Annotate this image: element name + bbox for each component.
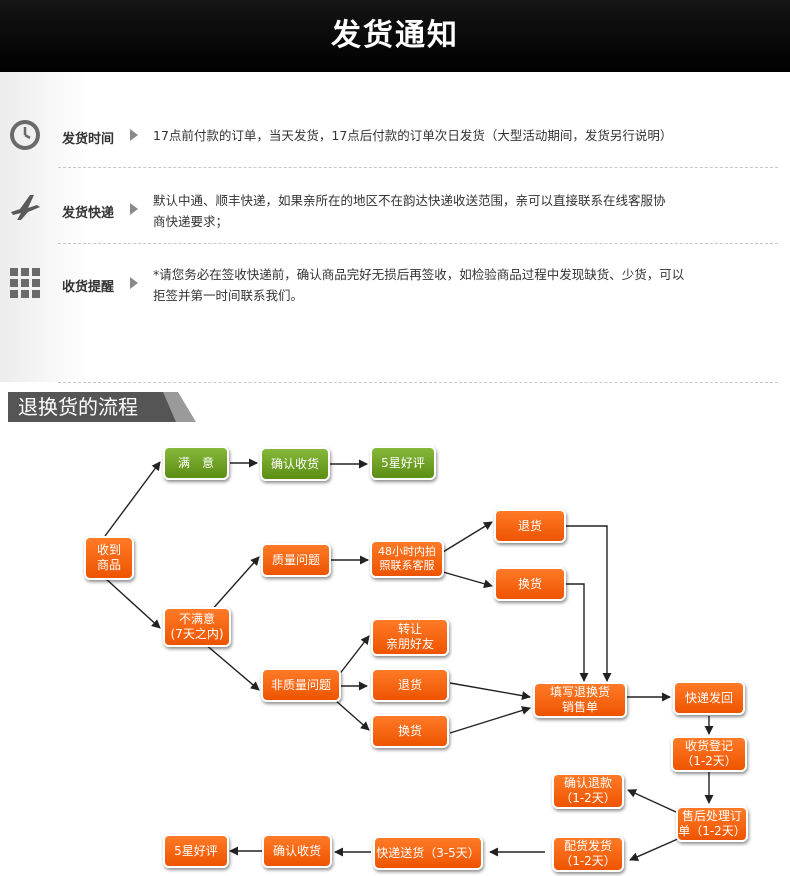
grid-icon <box>8 266 42 300</box>
airplane-icon <box>8 190 42 224</box>
node-ship-back: 快递发回 <box>673 681 745 715</box>
info-label: 收货提醒 <box>62 280 115 295</box>
node-label: 收货登记（1-2天） <box>681 739 737 768</box>
arrow-icon <box>130 203 138 215</box>
arrow-unsatisfied-nonquality <box>204 643 260 691</box>
arrow-icon <box>130 129 138 141</box>
node-received: 收到商品 <box>84 536 134 580</box>
info-text: 默认中通、顺丰快递，如果亲所在的地区不在韵达快递收送范围，亲可以直接联系在线客服… <box>153 190 753 232</box>
flow-banner: 退换货的流程 <box>8 392 196 422</box>
node-label: 5星好评 <box>174 843 218 858</box>
node-label: 确认收货 <box>270 456 319 471</box>
info-text-line: 17点前付款的订单，当天发货，17点后付款的订单次日发货（大型活动期间，发货另行… <box>153 128 673 143</box>
flow-title: 退换货的流程 <box>18 395 138 419</box>
header-bar: 发货通知 <box>0 0 790 72</box>
node-non-quality-issue: 非质量问题 <box>261 668 341 702</box>
info-text-line: 拒签并第一时间联系我们。 <box>153 288 304 303</box>
node-label: 售后处理订单（1-2天） <box>678 809 746 838</box>
node-label: 满 意 <box>177 455 214 470</box>
node-label: 质量问题 <box>271 552 320 567</box>
node-five-star-top: 5星好评 <box>370 446 436 480</box>
node-label: 不满意(7天之内) <box>170 612 224 641</box>
node-receipt-register: 收货登记（1-2天） <box>671 736 747 772</box>
node-return-mid: 退货 <box>371 668 449 702</box>
divider <box>58 167 778 168</box>
node-label: 快递发回 <box>684 690 733 705</box>
node-five-star-bottom: 5星好评 <box>163 834 229 868</box>
node-express-delivery: 快递送货（3-5天） <box>373 836 483 870</box>
arrow-icon <box>130 277 138 289</box>
arrow-nonquality-exchange <box>334 699 370 731</box>
info-text-line: 默认中通、顺丰快递，如果亲所在的地区不在韵达快递收送范围，亲可以直接联系在线客服… <box>153 193 666 208</box>
node-after-sales: 售后处理订单（1-2天） <box>676 806 748 842</box>
info-text-line: *请您务必在签收快递前，确认商品完好无损后再签收，如检验商品过程中发现缺货、少货… <box>153 267 685 282</box>
arrow-received-satisfied <box>104 461 161 537</box>
node-label: 退货 <box>397 677 422 692</box>
node-label: 配货发货（1-2天） <box>560 839 616 868</box>
node-label: 确认收货 <box>272 843 321 858</box>
node-label: 确认退款（1-2天） <box>560 776 616 805</box>
node-photo-contact: 48小时内拍照联系客服 <box>370 540 444 578</box>
info-text: 17点前付款的订单，当天发货，17点后付款的订单次日发货（大型活动期间，发货另行… <box>153 125 753 146</box>
node-label: 退货 <box>517 518 542 533</box>
arrow-process-deliver <box>629 837 681 861</box>
node-label: 转让亲朋好友 <box>385 622 434 651</box>
arrow-photo-return <box>442 521 493 553</box>
node-fill-form: 填写退换货销售单 <box>533 682 627 718</box>
arrow-return-fill-mid <box>449 682 531 701</box>
arrow-exchange-fill <box>566 583 589 682</box>
clock-icon <box>8 118 42 152</box>
node-confirm-receipt-top: 确认收货 <box>260 447 330 481</box>
banner-background <box>8 392 176 422</box>
divider <box>58 382 778 383</box>
arrow-unsatisfied-quality <box>209 556 260 613</box>
divider <box>58 243 778 244</box>
node-satisfied: 满 意 <box>163 446 229 480</box>
node-exchange-top: 换货 <box>494 567 566 601</box>
node-label: 填写退换货销售单 <box>549 685 610 714</box>
node-exchange-mid: 换货 <box>371 714 449 748</box>
node-label: 换货 <box>517 576 542 591</box>
node-label: 48小时内拍照联系客服 <box>378 545 436 572</box>
node-label: 5星好评 <box>381 455 425 470</box>
info-text-line: 商快递要求； <box>153 214 229 229</box>
page-title: 发货通知 <box>331 18 459 53</box>
node-delivery: 配货发货（1-2天） <box>552 836 624 872</box>
arrow-exchange-fill-mid <box>449 706 531 734</box>
info-text: *请您务必在签收快递前，确认商品完好无损后再签收，如检验商品过程中发现缺货、少货… <box>153 264 753 306</box>
node-transfer: 转让亲朋好友 <box>371 618 449 656</box>
node-confirm-refund: 确认退款（1-2天） <box>552 773 624 809</box>
info-section <box>0 72 790 382</box>
node-label: 非质量问题 <box>270 677 331 692</box>
info-label: 发货快递 <box>62 206 115 221</box>
arrow-process-refund <box>627 789 677 813</box>
node-unsatisfied: 不满意(7天之内) <box>163 607 231 647</box>
arrow-received-unsatisfied <box>104 577 161 629</box>
node-return-top: 退货 <box>494 509 566 543</box>
arrow-photo-exchange <box>442 571 493 589</box>
node-confirm-receipt-bottom: 确认收货 <box>262 834 332 868</box>
info-label: 发货时间 <box>62 132 115 147</box>
node-quality-issue: 质量问题 <box>261 543 331 577</box>
arrow-return-fill <box>566 525 612 682</box>
node-label: 换货 <box>397 723 422 738</box>
node-label: 快递送货（3-5天） <box>376 845 480 860</box>
node-label: 收到商品 <box>96 543 121 572</box>
